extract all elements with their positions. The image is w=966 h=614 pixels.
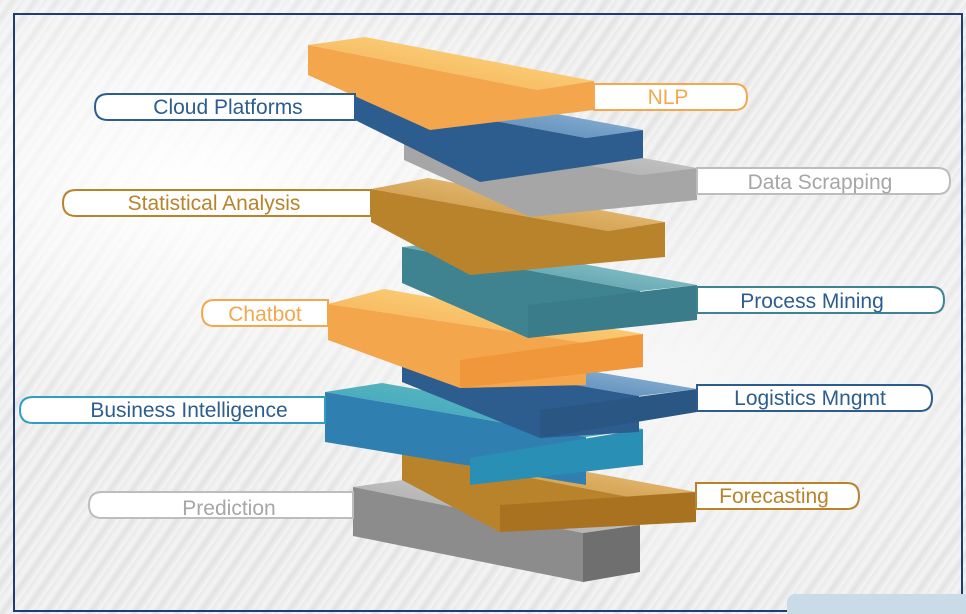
label-cloud-platforms-text: Cloud Platforms <box>153 96 302 119</box>
label-business-intelligence: Business Intelligence <box>18 396 326 424</box>
label-process-mining: Process Mining <box>696 286 946 314</box>
corner-decoration <box>787 594 966 614</box>
label-nlp-text: NLP <box>648 86 689 109</box>
label-process-mining-text: Process Mining <box>740 290 884 313</box>
label-logistics-text: Logistics Mngmt <box>734 387 886 410</box>
label-cloud-platforms: Cloud Platforms <box>93 93 356 121</box>
label-prediction: Prediction <box>87 491 354 520</box>
label-logistics: Logistics Mngmt <box>696 384 934 412</box>
label-statistical-analysis: Statistical Analysis <box>61 189 372 217</box>
label-data-scrapping-text: Data Scrapping <box>748 171 893 194</box>
label-data-scrapping: Data Scrapping <box>696 167 952 195</box>
label-business-intelligence-text: Business Intelligence <box>90 399 287 422</box>
label-nlp: NLP <box>593 83 749 111</box>
layer-nlp <box>308 37 594 130</box>
label-chatbot-text: Chatbot <box>228 303 302 326</box>
label-statistical-analysis-text: Statistical Analysis <box>128 192 301 215</box>
label-prediction-text: Prediction <box>182 497 275 520</box>
label-forecasting: Forecasting <box>695 482 861 510</box>
label-chatbot: Chatbot <box>200 299 329 327</box>
label-forecasting-text: Forecasting <box>719 485 829 508</box>
